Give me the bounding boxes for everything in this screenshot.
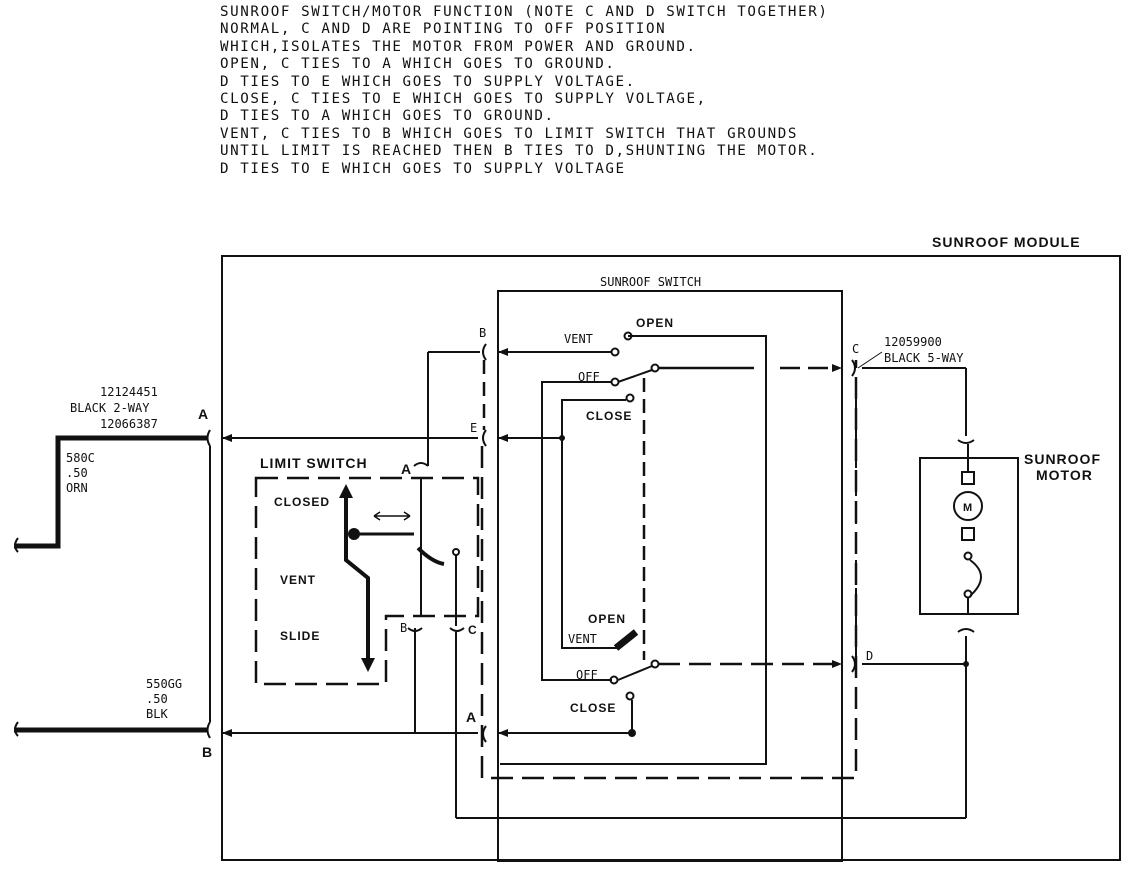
note-line: NORMAL, C AND D ARE POINTING TO OFF POSI… <box>220 21 667 38</box>
switch-term-a: A <box>466 709 477 725</box>
limit-c-connector <box>449 627 465 632</box>
limit-switch-outline <box>254 476 480 686</box>
sw-d-vent-label: VENT <box>568 632 597 646</box>
sw-c-contact-vent <box>610 347 620 357</box>
limit-actuator <box>344 494 370 664</box>
left-connector-desc: BLACK 2-WAY <box>70 401 150 415</box>
sw-d-contact-close <box>625 691 635 701</box>
module-title: SUNROOF MODULE <box>932 234 1081 250</box>
wire-break-mark <box>14 537 19 553</box>
note-line: CLOSE, C TIES TO E WHICH GOES TO SUPPLY … <box>220 91 707 108</box>
wire-b-color: BLK <box>146 707 168 721</box>
arrow <box>498 434 508 442</box>
motor-circuit-breaker <box>969 559 982 597</box>
sunroof-module-outline <box>221 255 1121 861</box>
sw-c-close-label: CLOSE <box>586 409 632 423</box>
switch-linkage-loop <box>480 360 858 780</box>
note-line: D TIES TO A WHICH GOES TO GROUND. <box>220 108 555 125</box>
arrow <box>832 660 842 668</box>
sw-c-pivot <box>650 363 660 373</box>
motor-brush-top <box>961 471 975 485</box>
motor-breaker-top <box>963 551 973 561</box>
sw-c-blade <box>617 369 653 383</box>
leader-line <box>857 351 883 369</box>
left-pin-a: A <box>198 406 209 422</box>
note-line: SUNROOF SWITCH/MOTOR FUNCTION (NOTE C AN… <box>220 4 829 20</box>
wire-b-gauge: .50 <box>146 692 168 706</box>
limit-a-connector <box>413 462 429 467</box>
switch-terminal-brackets <box>482 343 487 743</box>
arrow <box>498 348 508 356</box>
sw-c-off-label: OFF <box>578 370 600 384</box>
sw-d-off-label: OFF <box>576 668 598 682</box>
motor-connector-top <box>957 439 975 444</box>
arrow <box>222 434 232 442</box>
wire-break-mark <box>14 721 19 737</box>
arrow <box>222 729 232 737</box>
limit-slide-label: SLIDE <box>280 629 320 643</box>
junction-dot <box>559 435 565 441</box>
motor-symbol-label: M <box>963 502 973 514</box>
right-pin-d: D <box>866 649 873 663</box>
note-line: OPEN, C TIES TO A WHICH GOES TO GROUND. <box>220 56 616 73</box>
note-line: UNTIL LIMIT IS REACHED THEN B TIES TO D,… <box>220 143 819 160</box>
motor-connector-bottom <box>957 628 975 633</box>
limit-term-b: B <box>400 621 407 635</box>
arrow <box>361 658 375 672</box>
arrow <box>339 484 353 498</box>
left-pin-b: B <box>202 744 213 760</box>
switch-off-loop <box>541 381 612 681</box>
sw-c-contact-off <box>610 377 620 387</box>
switch-term-b: B <box>479 326 486 340</box>
right-connector-pins <box>851 359 856 673</box>
switch-close-loop <box>561 399 626 649</box>
function-notes: SUNROOF SWITCH/MOTOR FUNCTION (NOTE C AN… <box>220 4 1120 178</box>
sw-c-vent-label: VENT <box>564 332 593 346</box>
limit-term-c: C <box>468 623 478 637</box>
left-connector-info: 12124451 BLACK 2-WAY 12066387 A B 580C .… <box>66 385 213 760</box>
switch-open-bus <box>500 335 767 765</box>
travel-arrow <box>373 511 411 521</box>
sw-c-open-label: OPEN <box>636 316 674 330</box>
sw-d-open-label: OPEN <box>588 612 626 626</box>
sw-d-close-label: CLOSE <box>570 701 616 715</box>
wire-580c-orn <box>14 435 208 549</box>
arrow <box>498 729 508 737</box>
motor-label-1: SUNROOF <box>1024 451 1101 467</box>
limit-term-a: A <box>401 461 412 477</box>
wire-a-code: 580C <box>66 451 95 465</box>
limit-vent-label: VENT <box>280 573 316 587</box>
motor-brush-bottom <box>961 527 975 541</box>
note-line: D TIES TO E WHICH GOES TO SUPPLY VOLTAGE <box>220 160 626 177</box>
right-connector-desc: BLACK 5-WAY <box>884 351 964 365</box>
note-line: D TIES TO E WHICH GOES TO SUPPLY VOLTAGE… <box>220 73 636 90</box>
motor-symbol <box>953 491 983 521</box>
sw-d-vent-bridge <box>613 629 639 651</box>
wire-a-color: ORN <box>66 481 88 495</box>
wire-b-code: 550GG <box>146 677 182 691</box>
limit-closed-label: CLOSED <box>274 495 330 509</box>
switch-term-e: E <box>470 421 477 435</box>
sw-d-contact-off <box>609 675 619 685</box>
sunroof-switch-outline <box>497 290 843 862</box>
sw-c-contact-open <box>623 331 633 341</box>
sw-c-contact-close <box>625 393 635 403</box>
left-connector-part1: 12124451 <box>100 385 158 399</box>
sw-d-pivot <box>650 659 660 669</box>
motor-label-2: MOTOR <box>1036 467 1093 483</box>
limit-switch-title: LIMIT SWITCH <box>260 455 368 471</box>
right-connector-part: 12059900 <box>884 335 942 349</box>
sw-d-blade <box>617 665 653 681</box>
wire-a-gauge: .50 <box>66 466 88 480</box>
left-connector-pins <box>206 429 211 739</box>
left-connector-part2: 12066387 <box>100 417 158 431</box>
note-line: WHICH,ISOLATES THE MOTOR FROM POWER AND … <box>220 38 697 55</box>
motor-breaker-bottom <box>963 589 973 599</box>
switch-title: SUNROOF SWITCH <box>600 275 701 289</box>
arrow <box>832 364 842 372</box>
contact-point <box>452 548 460 556</box>
note-line: VENT, C TIES TO B WHICH GOES TO LIMIT SW… <box>220 125 799 142</box>
right-pin-c: C <box>852 342 859 356</box>
